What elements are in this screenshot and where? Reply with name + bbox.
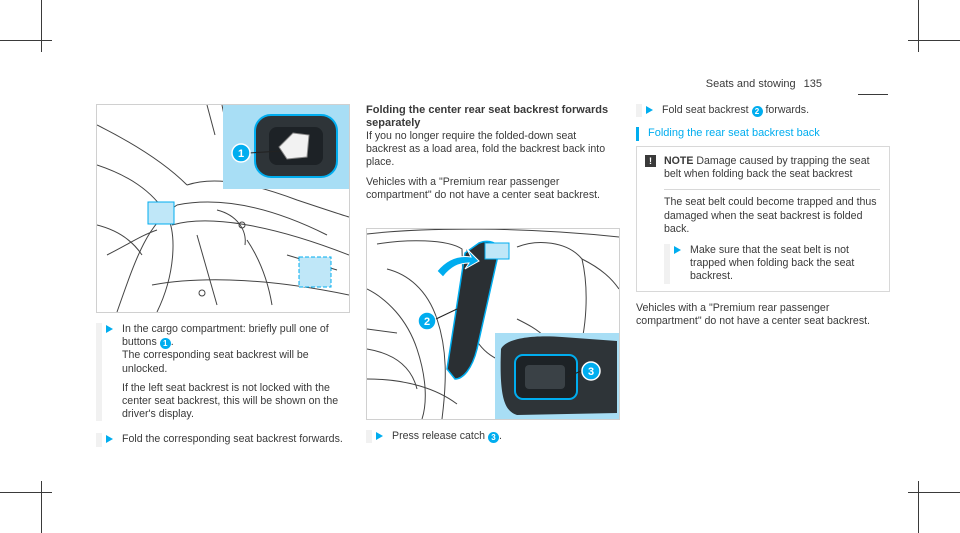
- step-bar: [636, 104, 642, 118]
- callout-marker: [417, 311, 437, 331]
- step-arrow-icon: [106, 435, 113, 444]
- crop-mark: [918, 481, 919, 533]
- notice-content: NOTE Damage caused by trapping the seat …: [664, 155, 880, 284]
- callout-badge: 2: [751, 106, 763, 117]
- step-text: Press release catch 3.: [392, 430, 502, 443]
- callout-badge: 3: [488, 432, 499, 443]
- instruction-step: Fold seat backrest 2 forwards.: [636, 104, 890, 118]
- cargo-illustration: 1: [97, 105, 349, 312]
- paragraph: Vehicles with a "Premium rear passenger …: [636, 302, 871, 328]
- section-title: Seats and stowing: [705, 78, 796, 90]
- figure-cargo-compartment: 1: [96, 104, 350, 313]
- step-bar: [366, 430, 372, 444]
- figure-rear-seat: 2 3: [366, 228, 620, 420]
- subheading: Folding the rear seat backrest back: [636, 127, 890, 142]
- step-bar: [96, 433, 102, 447]
- paragraph: If you no longer require the folded-down…: [366, 130, 606, 169]
- section-heading: Folding the center rear seat backrest fo…: [366, 104, 609, 129]
- rear-seat-illustration: 2 3: [367, 229, 619, 419]
- warning-icon: !: [645, 155, 656, 167]
- step-arrow-icon: [376, 432, 383, 440]
- callout-badge: 1: [159, 338, 171, 350]
- callout-marker: [581, 361, 601, 381]
- column-1: In the cargo compartment: briefly pull o…: [96, 323, 354, 447]
- notice-body: The seat belt could become trapped and t…: [664, 196, 877, 235]
- step-result-text: The corresponding seat backrest will be …: [122, 349, 309, 375]
- step-arrow-icon: [106, 325, 113, 333]
- notice-action-step: Make sure that the seat belt is not trap…: [664, 244, 880, 284]
- notice-action-text: Make sure that the seat belt is not trap…: [690, 244, 855, 283]
- callout-label: 3: [588, 366, 594, 378]
- notice-label: NOTE: [664, 155, 694, 167]
- step-arrow-icon: [646, 106, 653, 114]
- step-text: Fold the corresponding seat backrest for…: [122, 433, 343, 446]
- crop-mark: [908, 492, 960, 493]
- notice-box: ! NOTE Damage caused by trapping the sea…: [636, 146, 890, 292]
- crop-mark: [0, 40, 52, 41]
- callout-label: 1: [238, 148, 244, 160]
- step-text: In the cargo compartment: briefly pull o…: [122, 323, 329, 350]
- callout-marker: [231, 143, 251, 163]
- column-2: Folding the center rear seat backrest fo…: [366, 104, 618, 202]
- step-text: Fold seat backrest 2 forwards.: [662, 104, 810, 117]
- page-header: Seats and stowing 135: [706, 78, 822, 90]
- step-arrow-icon: [674, 246, 681, 255]
- header-rule: [858, 94, 888, 95]
- crop-mark: [918, 0, 919, 52]
- column-2-step: Press release catch 3.: [366, 430, 618, 444]
- crop-mark: [41, 0, 42, 52]
- notice-text: NOTE Damage caused by trapping the seat …: [664, 155, 870, 181]
- step-bar: [664, 244, 670, 284]
- step-note-text: If the left seat backrest is not locked …: [122, 381, 339, 421]
- paragraph: Vehicles with a "Premium rear passenger …: [366, 175, 601, 201]
- instruction-step: Fold the corresponding seat backrest for…: [96, 433, 354, 447]
- step-bar: [96, 323, 102, 422]
- crop-mark: [41, 481, 42, 533]
- column-3: Fold seat backrest 2 forwards. Folding t…: [636, 104, 890, 142]
- subheading-accent: [636, 127, 639, 142]
- notice-divider: [664, 189, 880, 191]
- page-number: 135: [803, 78, 822, 90]
- crop-mark: [908, 40, 960, 41]
- column-3-paragraph: Vehicles with a "Premium rear passenger …: [636, 302, 890, 328]
- callout-label: 2: [424, 316, 430, 328]
- instruction-step: In the cargo compartment: briefly pull o…: [96, 323, 354, 422]
- crop-mark: [0, 492, 52, 493]
- instruction-step: Press release catch 3.: [366, 430, 618, 444]
